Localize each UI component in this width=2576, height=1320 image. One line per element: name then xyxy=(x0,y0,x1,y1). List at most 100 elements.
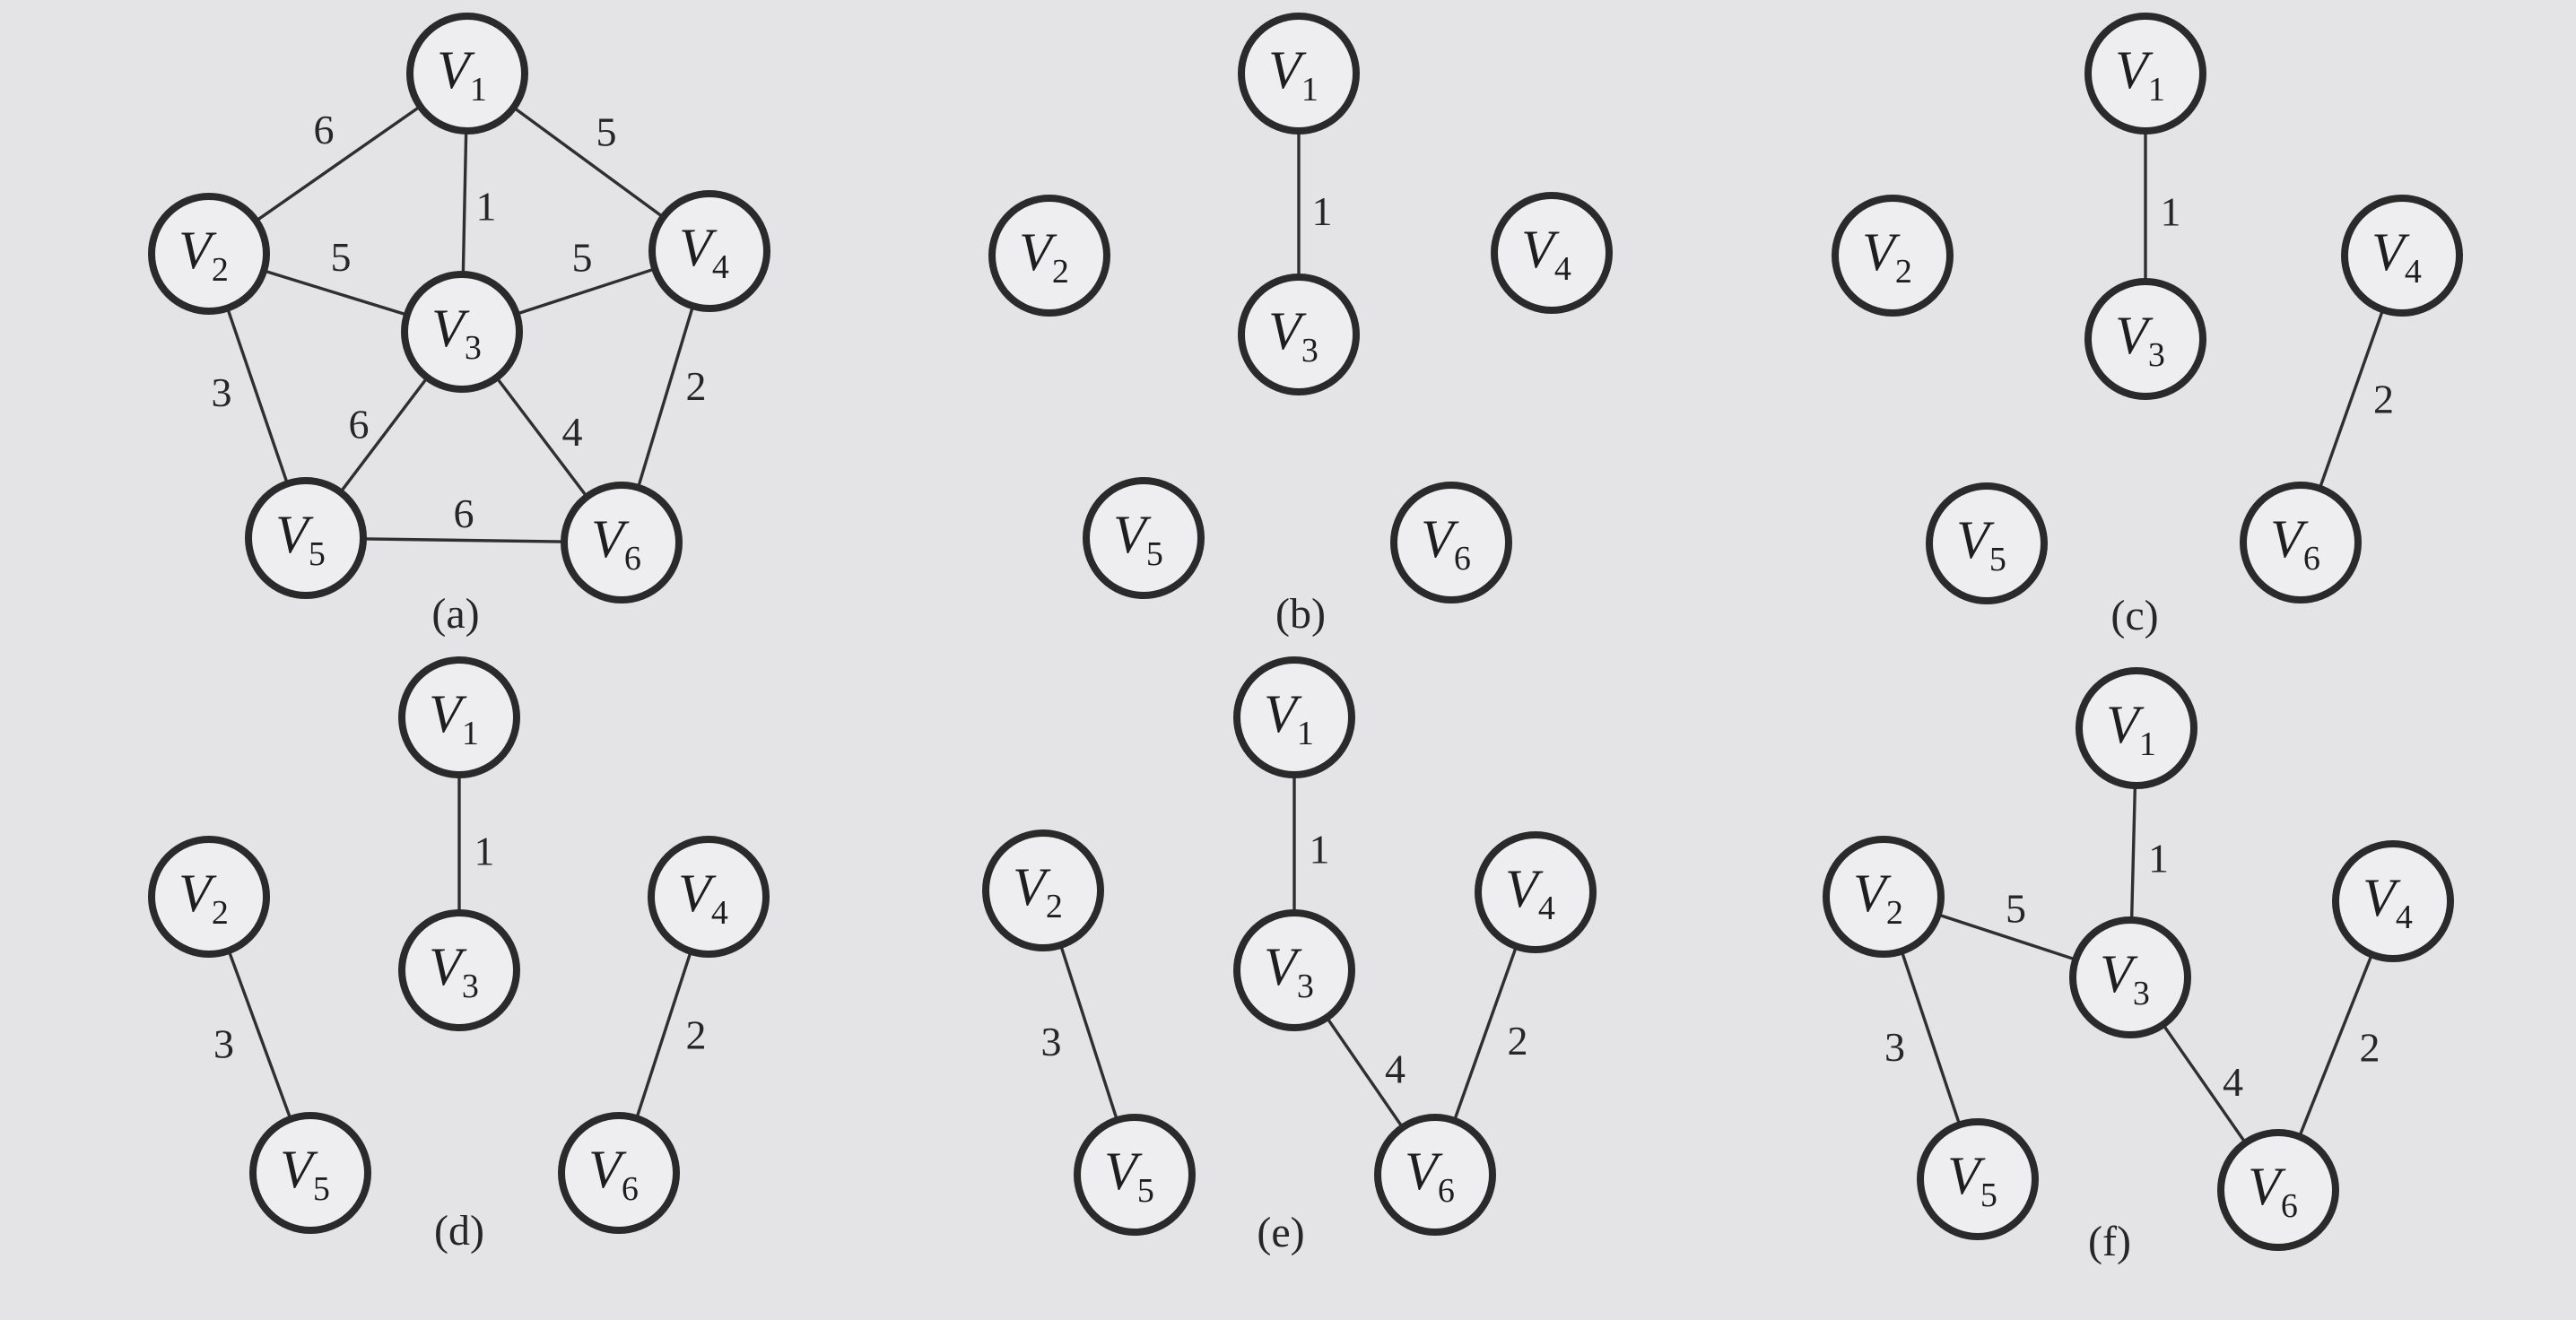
vertex-circle xyxy=(1823,836,1945,958)
vertex-circle xyxy=(398,656,520,778)
vertex-circle xyxy=(1074,1114,1196,1236)
vertex-label: V2 xyxy=(1862,222,1912,291)
panel-caption: (f) xyxy=(2088,1218,2131,1265)
vertex-circle xyxy=(2084,278,2206,400)
vertex-v3: V3 xyxy=(398,909,520,1031)
vertex-label: V6 xyxy=(1421,509,1471,578)
vertex-label: V1 xyxy=(437,40,487,109)
vertex-circle xyxy=(988,195,1110,317)
vertex-letter: V xyxy=(1268,301,1307,360)
vertex-circle xyxy=(2069,916,2191,1038)
vertex-v3: V3 xyxy=(1233,909,1355,1031)
vertex-label: V5 xyxy=(280,1140,330,1208)
vertex-label: V2 xyxy=(1013,857,1063,925)
vertex-v6: V6 xyxy=(2240,482,2362,604)
vertex-label: V3 xyxy=(1268,301,1318,369)
vertex-letter: V xyxy=(431,299,470,358)
vertex-letter: V xyxy=(1853,864,1892,923)
edge-weight-label: 1 xyxy=(1310,827,1330,873)
vertex-subscript: 5 xyxy=(1137,1172,1154,1210)
vertex-v4: V4 xyxy=(2332,840,2454,962)
vertex-subscript: 5 xyxy=(1146,535,1163,573)
vertex-letter: V xyxy=(591,509,630,569)
vertex-v5: V5 xyxy=(249,1112,371,1234)
vertex-letter: V xyxy=(1264,684,1302,743)
vertex-letter: V xyxy=(280,1140,318,1199)
vertex-v3: V3 xyxy=(1238,274,1360,395)
edge-weight-label: 1 xyxy=(476,184,497,230)
edge-weight-label: 5 xyxy=(2006,886,2026,932)
vertex-subscript: 1 xyxy=(2139,725,2156,763)
vertex-letter: V xyxy=(2115,40,2154,100)
edge-weight-label: 2 xyxy=(2373,377,2394,422)
vertex-letter: V xyxy=(678,864,717,923)
vertex-subscript: 4 xyxy=(2396,899,2413,936)
vertex-letter: V xyxy=(275,505,314,564)
vertex-subscript: 2 xyxy=(1895,253,1912,291)
vertex-subscript: 6 xyxy=(622,1170,639,1208)
vertex-label: V4 xyxy=(2363,868,2413,936)
edge-weight-label: 2 xyxy=(2360,1025,2380,1071)
vertex-v3: V3 xyxy=(401,271,523,393)
vertex-circle xyxy=(1233,656,1355,778)
vertex-circle xyxy=(245,477,367,599)
vertex-v5: V5 xyxy=(245,477,367,599)
edge-weight-label: 6 xyxy=(454,491,474,536)
vertex-label: V6 xyxy=(588,1140,639,1208)
vertex-v5: V5 xyxy=(1917,1118,2039,1240)
vertex-letter: V xyxy=(1947,1146,1986,1205)
edge-weight-label: 5 xyxy=(331,234,352,280)
vertex-subscript: 1 xyxy=(470,71,487,109)
vertex-label: V4 xyxy=(1505,859,1555,927)
vertex-v3: V3 xyxy=(2084,278,2206,400)
vertex-label: V1 xyxy=(1268,40,1318,109)
vertex-circle xyxy=(2084,13,2206,135)
vertex-letter: V xyxy=(1104,1142,1143,1201)
vertex-subscript: 5 xyxy=(309,535,326,573)
vertex-circle xyxy=(1083,477,1205,599)
vertex-circle xyxy=(2076,667,2197,789)
vertex-letter: V xyxy=(1521,220,1560,279)
edge-weight-label: 6 xyxy=(314,107,335,152)
vertex-label: V5 xyxy=(275,505,326,573)
vertex-label: V3 xyxy=(2115,306,2165,374)
vertex-label: V5 xyxy=(1947,1146,1997,1214)
vertex-label: V6 xyxy=(591,509,641,578)
vertex-letter: V xyxy=(2363,868,2401,927)
vertex-letter: V xyxy=(2115,306,2154,365)
vertex-v6: V6 xyxy=(561,482,683,604)
vertex-letter: V xyxy=(1421,509,1459,569)
vertex-v1: V1 xyxy=(1238,13,1360,135)
vertex-circle xyxy=(1832,195,1954,317)
vertex-circle xyxy=(401,271,523,393)
vertex-letter: V xyxy=(2371,222,2410,282)
vertex-label: V3 xyxy=(429,937,479,1005)
vertex-subscript: 6 xyxy=(1454,540,1471,578)
vertex-circle xyxy=(1917,1118,2039,1240)
vertex-letter: V xyxy=(2106,695,2145,754)
vertex-subscript: 2 xyxy=(212,251,229,289)
vertex-subscript: 6 xyxy=(624,540,641,578)
vertex-letter: V xyxy=(1956,510,1995,569)
vertex-letter: V xyxy=(1862,222,1901,282)
vertex-letter: V xyxy=(1268,40,1307,100)
vertex-circle xyxy=(1238,13,1360,135)
vertex-label: V4 xyxy=(1521,220,1571,288)
vertex-subscript: 2 xyxy=(1052,253,1069,291)
vertex-label: V6 xyxy=(2270,509,2320,578)
vertex-subscript: 1 xyxy=(1301,71,1318,109)
edge-weight-label: 2 xyxy=(686,1012,707,1058)
vertex-label: V5 xyxy=(1113,505,1163,573)
vertex-v6: V6 xyxy=(2217,1129,2339,1251)
vertex-v2: V2 xyxy=(148,836,270,958)
vertex-subscript: 2 xyxy=(1046,888,1063,925)
vertex-subscript: 5 xyxy=(313,1170,330,1208)
vertex-v2: V2 xyxy=(1832,195,1954,317)
vertex-subscript: 3 xyxy=(2148,336,2165,374)
vertex-letter: V xyxy=(178,864,217,923)
vertex-v1: V1 xyxy=(398,656,520,778)
vertex-subscript: 5 xyxy=(1989,541,2006,578)
